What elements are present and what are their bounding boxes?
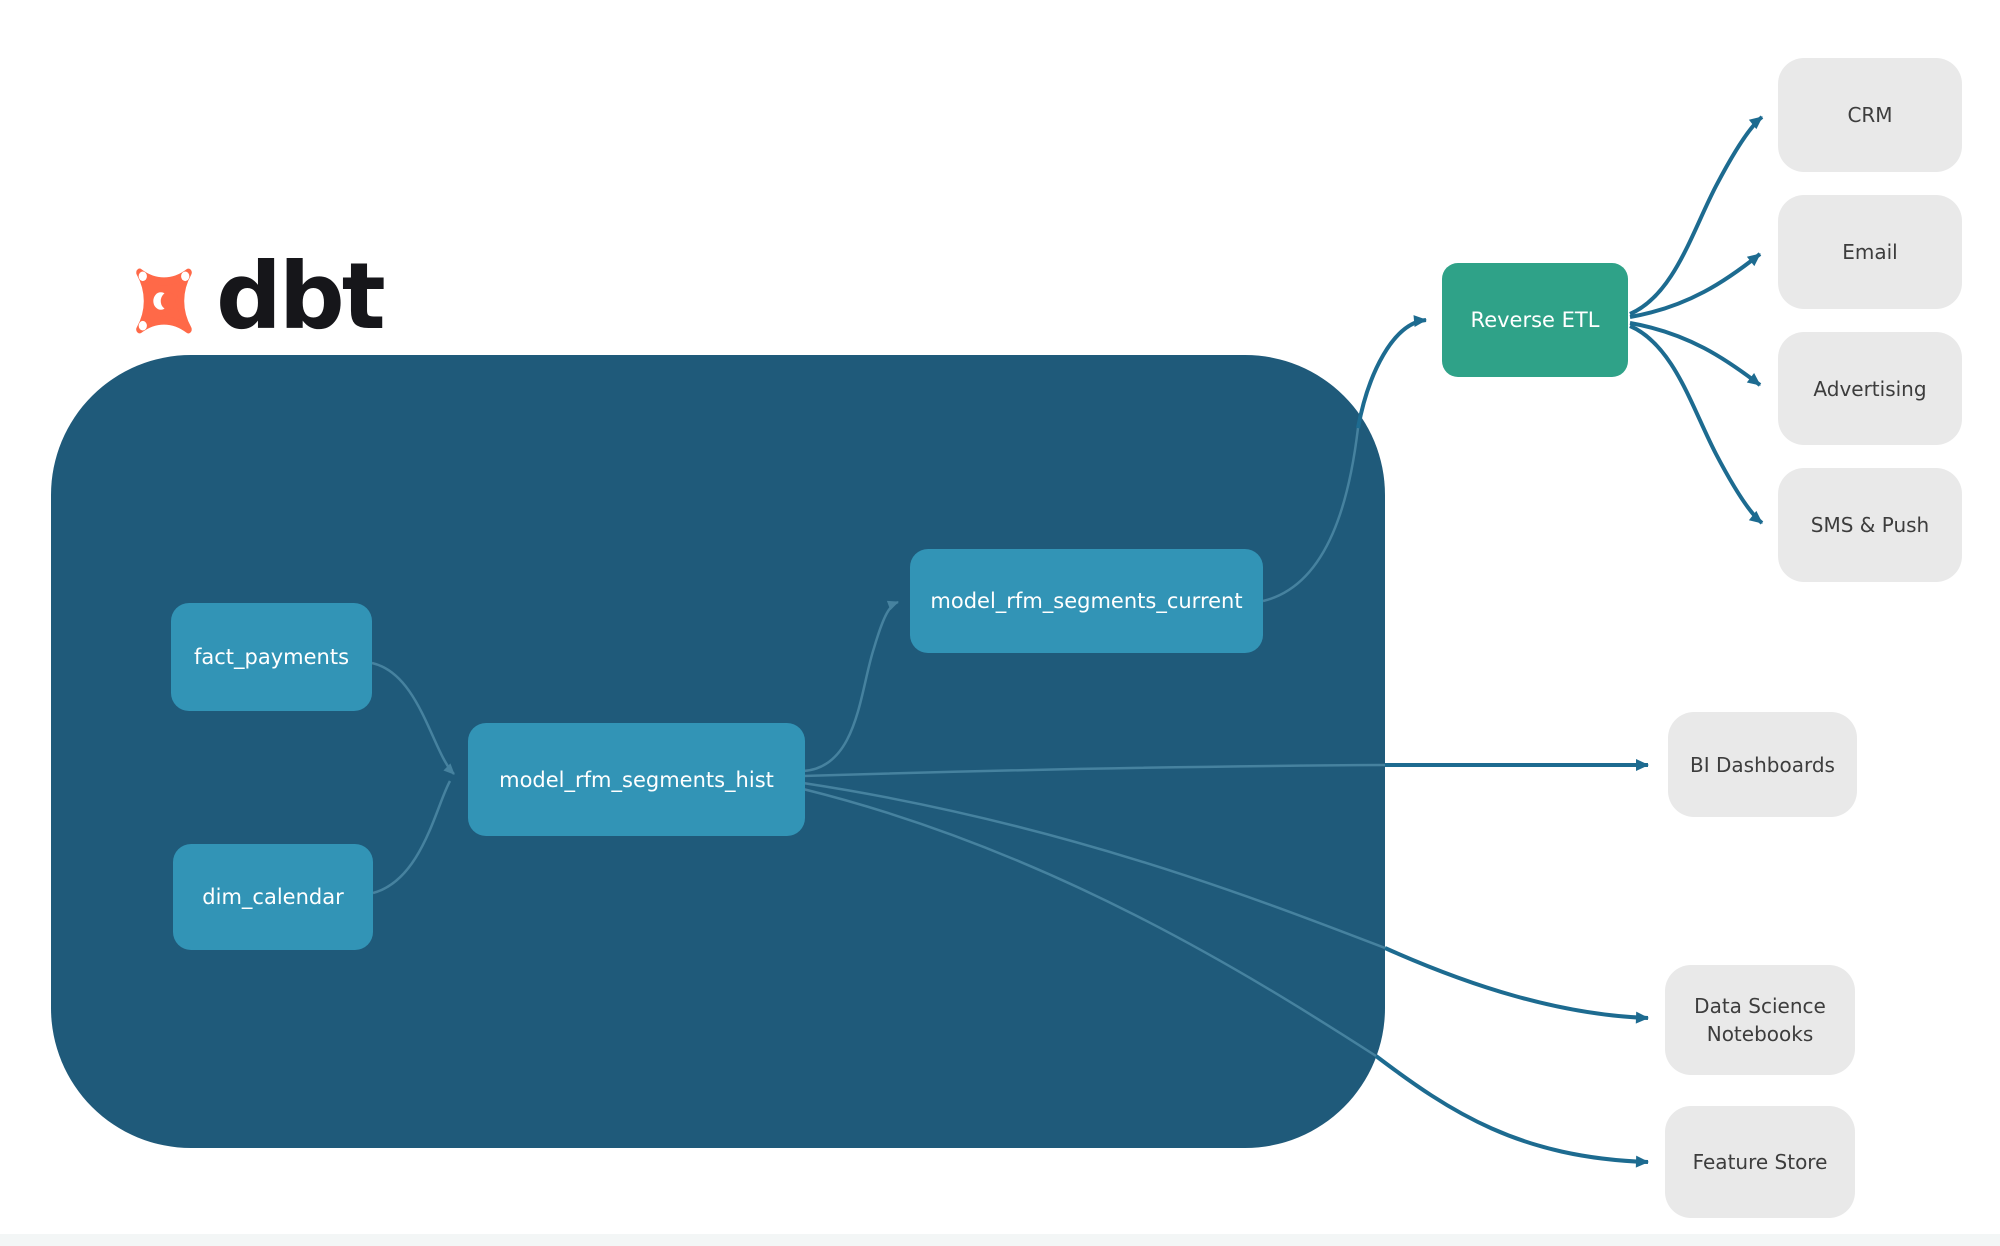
node-model-rfm-segments-hist: model_rfm_segments_hist	[468, 723, 805, 836]
node-feature-store: Feature Store	[1665, 1106, 1855, 1218]
edge-retl-to-crm	[1629, 115, 1764, 316]
node-label: Feature Store	[1692, 1150, 1828, 1174]
edge-hist-to-fs-outside	[1374, 1054, 1649, 1168]
dbt-logo-text: dbt	[216, 243, 386, 350]
bottom-strip	[0, 1234, 2000, 1246]
node-label: SMS & Push	[1810, 513, 1930, 537]
node-bi-dashboards: BI Dashboards	[1668, 712, 1857, 817]
node-label: BI Dashboards	[1690, 752, 1835, 777]
dbt-logo-icon	[136, 268, 192, 334]
node-sms-push: SMS & Push	[1778, 468, 1962, 582]
node-label: fact_payments	[193, 645, 350, 669]
edge-retl-to-sms-push	[1629, 324, 1764, 525]
edge-retl-to-advertising	[1629, 321, 1762, 387]
node-label: Reverse ETL	[1470, 308, 1600, 332]
node-label: Data Science Notebooks	[1694, 994, 1826, 1046]
node-label: CRM	[1847, 103, 1893, 127]
node-advertising: Advertising	[1778, 332, 1962, 445]
node-label: model_rfm_segments_current	[930, 589, 1243, 613]
node-label: model_rfm_segments_hist	[499, 767, 774, 792]
dbt-logo: dbt	[122, 243, 386, 350]
node-crm: CRM	[1778, 58, 1962, 172]
node-label: Advertising	[1813, 376, 1927, 401]
node-label: Email	[1842, 240, 1898, 264]
edge-retl-to-email	[1629, 252, 1762, 319]
node-data-science-notebooks: Data Science Notebooks	[1665, 965, 1855, 1075]
node-email: Email	[1778, 195, 1962, 309]
node-reverse-etl: Reverse ETL	[1442, 263, 1628, 377]
node-model-rfm-segments-current: model_rfm_segments_current	[910, 549, 1263, 653]
node-dim-calendar: dim_calendar	[173, 844, 373, 950]
edge-current-to-retl-outside	[1356, 315, 1427, 429]
node-label: dim_calendar	[202, 885, 344, 909]
edge-hist-to-ds-outside	[1384, 946, 1649, 1024]
node-fact-payments: fact_payments	[171, 603, 372, 711]
